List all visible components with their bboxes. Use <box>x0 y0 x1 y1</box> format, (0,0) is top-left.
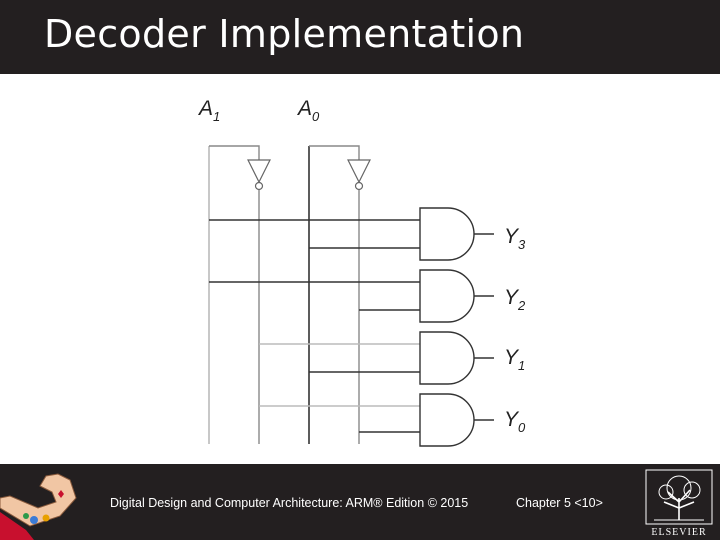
publisher-name: ELSEVIER <box>651 527 707 538</box>
wire-a0-branch <box>309 145 360 160</box>
output-label-y0: Y0 <box>504 408 526 435</box>
and-gate-y0 <box>259 393 494 447</box>
output-label-y3: Y3 <box>504 225 526 252</box>
not-gate-a1 <box>247 159 271 191</box>
tree-logo-icon <box>645 469 713 525</box>
and-gate-y2 <box>209 269 494 323</box>
input-label-a1: A1 <box>197 97 220 124</box>
slide-title: Decoder Implementation <box>44 12 525 56</box>
output-label-y2: Y2 <box>504 286 526 313</box>
and-gate-y3 <box>209 207 494 261</box>
wire-a1-branch <box>209 145 260 160</box>
book-title: Digital Design and Computer Architecture… <box>110 496 469 510</box>
not-gate-a0 <box>347 159 371 191</box>
decoder-circuit-diagram: A1 A0 <box>197 97 526 447</box>
input-label-a0: A0 <box>296 97 320 124</box>
title-bar: Decoder Implementation <box>0 0 720 74</box>
footer-bar: Digital Design and Computer Architecture… <box>0 464 720 540</box>
flexing-arm-icon <box>0 473 77 540</box>
publisher-logo: ELSEVIER <box>644 468 714 540</box>
and-gate-y1 <box>259 331 494 385</box>
chapter-page: Chapter 5 <10> <box>516 496 603 510</box>
output-label-y1: Y1 <box>504 346 525 373</box>
